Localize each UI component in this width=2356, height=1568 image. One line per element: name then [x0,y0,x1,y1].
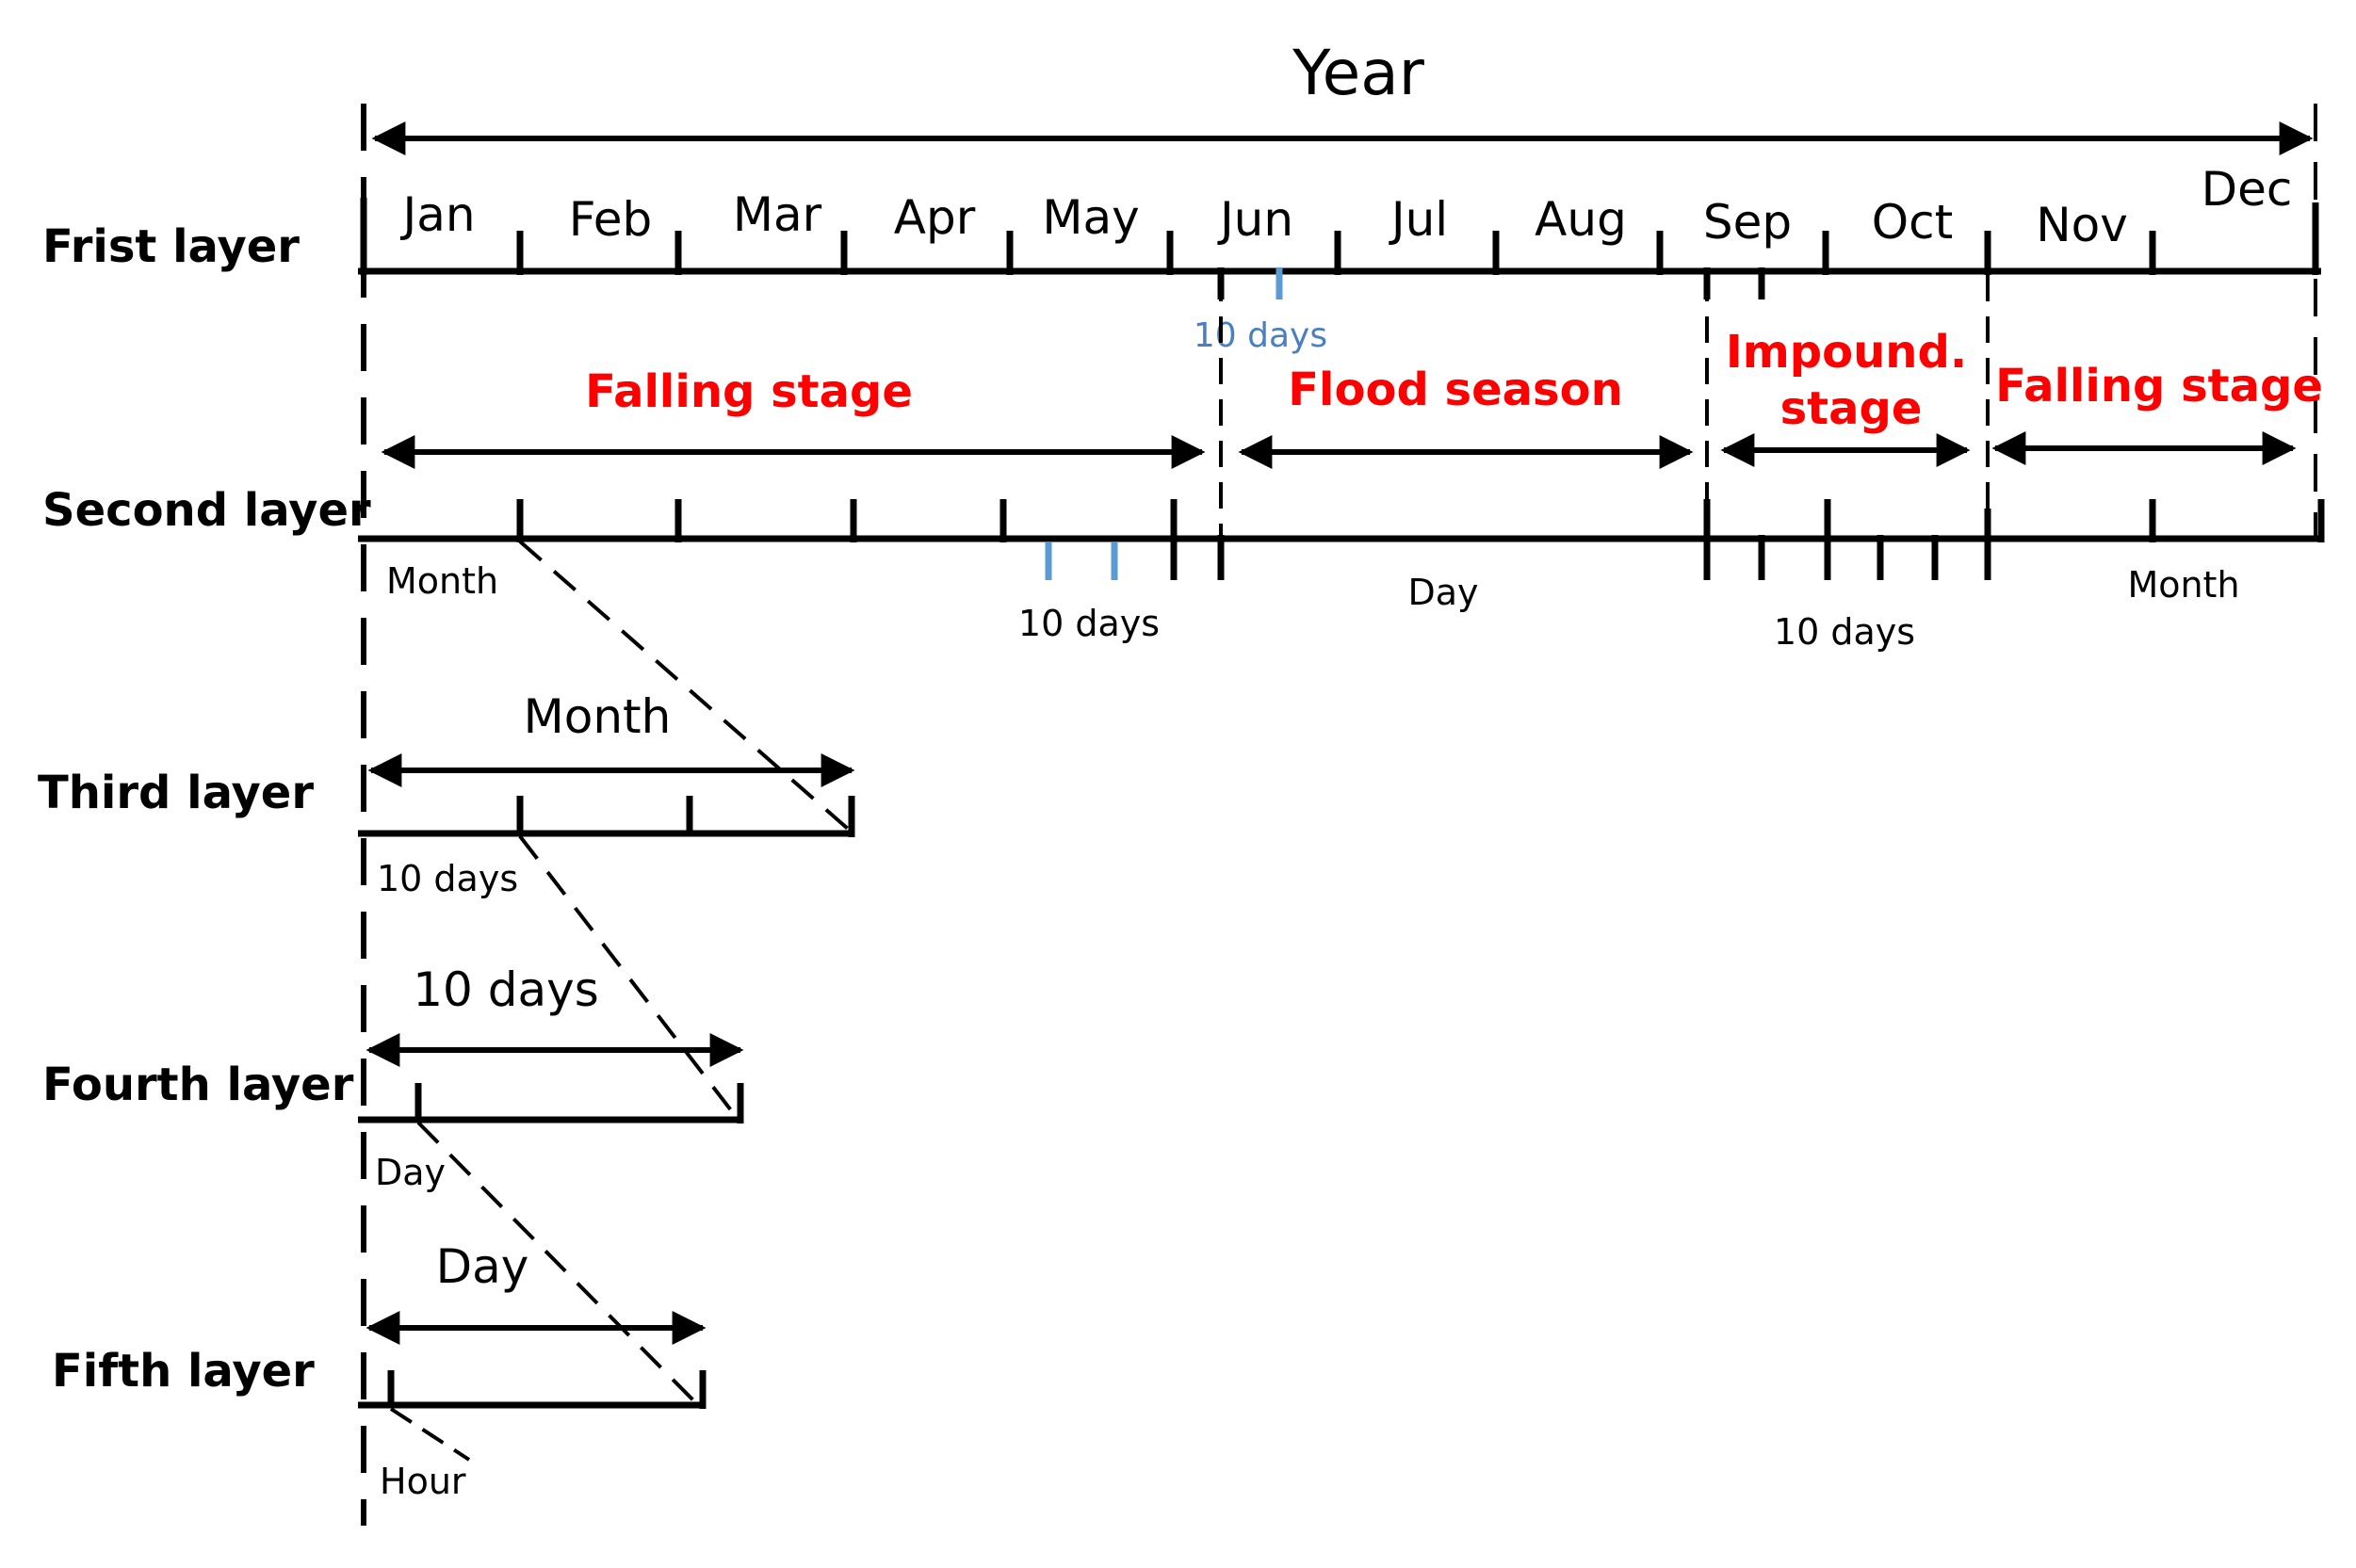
zoom-line-fourth-to-fifth [416,1121,702,1409]
impound-stage-label-1: Impound. [1726,326,1967,379]
fourth-layer-label: Fourth layer [42,1059,354,1111]
first-layer-label: Frist layer [42,220,300,273]
fifth-unit-label: Hour [380,1461,466,1502]
flood-season-label: Flood season [1288,364,1623,416]
third-span-label: Month [524,689,672,744]
third-layer-label: Third layer [38,767,314,819]
second-layer-label: Second layer [42,484,371,537]
jun-ten-days-label: 10 days [1194,316,1327,355]
second-month-right-label: Month [2127,564,2239,606]
month-label-dec: Dec [2202,162,2293,217]
second-layer-ticks [516,499,2325,580]
second-ten-days-left-label: 10 days [1018,603,1160,644]
second-month-left-label: Month [386,560,498,602]
month-label-sep: Sep [1703,195,1792,250]
month-label-jun: Jun [1217,192,1293,247]
first-layer-ticks [360,198,2319,299]
month-label-mar: Mar [733,187,822,242]
month-label-apr: Apr [894,190,976,245]
zoom-line-third-to-fourth [518,834,739,1121]
fifth-span-label: Day [436,1239,529,1294]
falling-stage-label-2: Falling stage [1995,360,2323,412]
month-labels: Jan Feb Mar Apr May Jun Jul Aug Sep Oct Nov Dec [399,162,2292,252]
fourth-span-label: 10 days [413,962,599,1017]
month-label-jan: Jan [399,187,475,242]
month-label-aug: Aug [1535,192,1627,247]
zoom-line-fifth-to-hour [389,1407,471,1462]
month-label-oct: Oct [1872,195,1953,250]
fourth-unit-label: Day [375,1152,446,1193]
second-ten-days-right-label: 10 days [1774,611,1915,653]
month-label-nov: Nov [2036,198,2128,252]
month-label-feb: Feb [569,192,653,247]
falling-stage-label-1: Falling stage [585,365,913,418]
third-unit-label: 10 days [377,858,518,899]
impound-stage-label-2: stage [1780,382,1923,435]
diagram-title: Year [1292,37,1425,109]
second-day-label: Day [1407,572,1478,613]
fifth-layer-label: Fifth layer [52,1345,315,1398]
month-label-jul: Jul [1389,192,1448,247]
zoom-line-second-to-third [518,540,850,831]
month-label-may: May [1042,190,1139,245]
